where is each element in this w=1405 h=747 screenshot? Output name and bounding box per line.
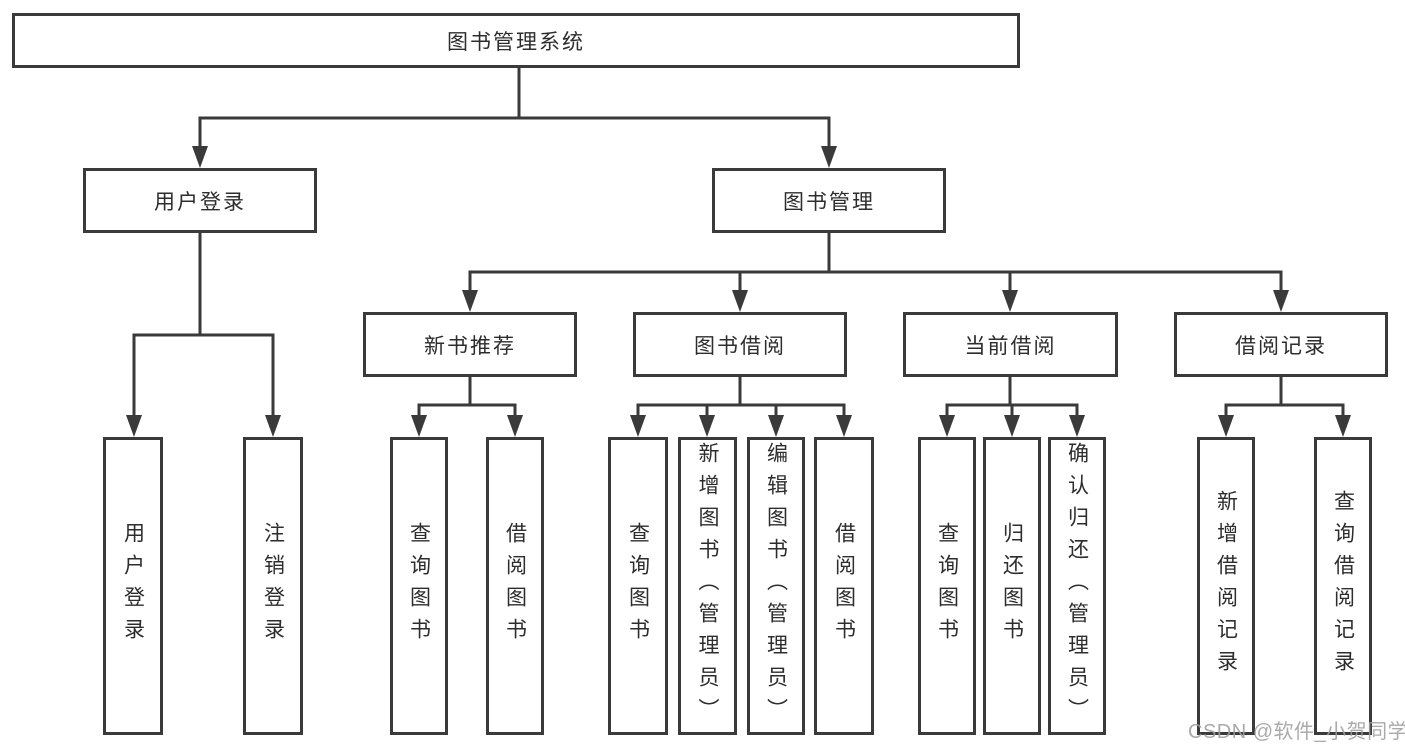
leaf-current-return: 归还图书: [983, 437, 1041, 735]
leaf-current-return-label: 归还图书: [1000, 522, 1024, 650]
leaf-borrow-borrow: 借阅图书: [814, 437, 874, 735]
leaf-record-query-label: 查询借阅记录: [1331, 490, 1355, 682]
leaf-record-add-label: 新增借阅记录: [1214, 490, 1238, 682]
node-new-book-recommend: 新书推荐: [363, 312, 577, 377]
leaf-borrow-query: 查询图书: [608, 437, 668, 735]
leaf-borrow-add-label: 新增图书（管理员）: [696, 442, 719, 730]
node-user-login: 用户登录: [83, 168, 317, 233]
leaf-user-login: 用户登录: [103, 437, 163, 735]
node-borrow-records-label: 借阅记录: [1235, 334, 1327, 358]
leaf-newbook-borrow-label: 借阅图书: [503, 522, 527, 650]
node-new-book-recommend-label: 新书推荐: [424, 334, 516, 358]
leaf-borrow-query-label: 查询图书: [626, 522, 650, 650]
node-current-borrow-label: 当前借阅: [964, 334, 1057, 358]
node-root: 图书管理系统: [12, 13, 1020, 68]
node-user-login-label: 用户登录: [154, 190, 246, 214]
leaf-borrow-add: 新增图书（管理员）: [678, 437, 737, 735]
leaf-borrow-borrow-label: 借阅图书: [832, 522, 856, 650]
leaf-current-confirm-label: 确认归还（管理员）: [1065, 442, 1089, 730]
leaf-newbook-query: 查询图书: [390, 437, 448, 735]
node-borrow-records: 借阅记录: [1174, 312, 1388, 377]
leaf-current-query-label: 查询图书: [935, 522, 959, 650]
leaf-record-add: 新增借阅记录: [1197, 437, 1255, 735]
leaf-current-confirm: 确认归还（管理员）: [1048, 437, 1106, 735]
node-book-borrow: 图书借阅: [633, 312, 847, 377]
leaf-user-login-label: 用户登录: [121, 522, 145, 650]
leaf-logout-label: 注销登录: [261, 522, 285, 650]
node-root-label: 图书管理系统: [447, 30, 585, 54]
node-book-management-label: 图书管理: [783, 190, 875, 214]
leaf-current-query: 查询图书: [918, 437, 976, 735]
watermark: CSDN @软件_小贺同学: [1188, 721, 1405, 743]
leaf-record-query: 查询借阅记录: [1314, 437, 1372, 735]
leaf-newbook-query-label: 查询图书: [407, 522, 431, 650]
node-current-borrow: 当前借阅: [903, 312, 1118, 377]
leaf-borrow-edit: 编辑图书（管理员）: [747, 437, 805, 735]
leaf-borrow-edit-label: 编辑图书（管理员）: [764, 442, 788, 730]
node-book-borrow-label: 图书借阅: [694, 334, 786, 358]
node-book-management: 图书管理: [712, 168, 946, 233]
leaf-logout: 注销登录: [243, 437, 303, 735]
leaf-newbook-borrow: 借阅图书: [486, 437, 544, 735]
